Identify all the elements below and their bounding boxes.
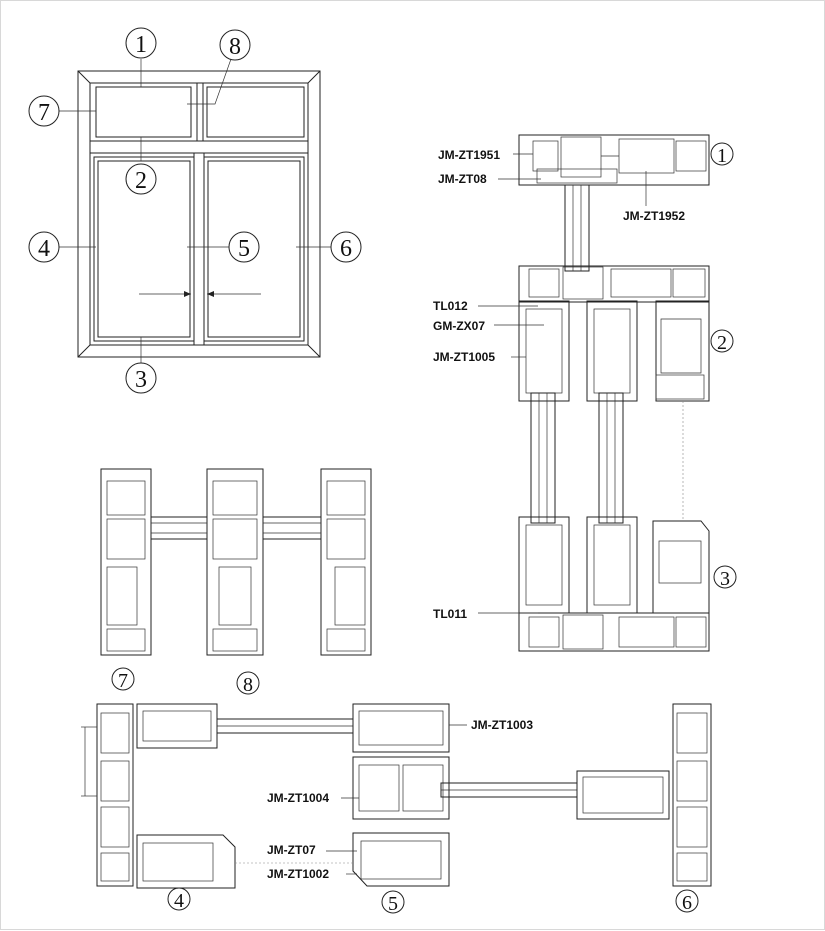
section-mark-8: 8 — [219, 29, 251, 61]
svg-text:4: 4 — [174, 890, 184, 912]
section-mark-5: 5 — [228, 231, 260, 263]
svg-text:6: 6 — [340, 236, 352, 262]
label-jm-zt1952: JM-ZT1952 — [623, 209, 685, 223]
svg-text:5: 5 — [388, 893, 398, 915]
section-mark-8: 8 — [236, 671, 260, 696]
section-mark-4: 4 — [28, 231, 60, 263]
section-mark-2: 2 — [710, 329, 734, 354]
svg-text:6: 6 — [682, 892, 692, 914]
label-gm-zx07: GM-ZX07 — [433, 319, 485, 333]
section-mark-1: 1 — [125, 27, 157, 59]
section-mark-1: 1 — [710, 142, 734, 167]
vertical-section-marks: 1 2 3 — [710, 142, 737, 590]
section-mark-5: 5 — [381, 890, 405, 915]
elevation-section-marks: 1 8 7 2 4 5 6 3 — [28, 27, 362, 394]
svg-text:7: 7 — [38, 100, 50, 126]
section-mark-7: 7 — [111, 667, 135, 692]
horizontal-section-marks: 4 5 6 — [167, 887, 699, 915]
vertical-section — [478, 134, 710, 652]
horizontal-section-labels: JM-ZT1003 JM-ZT1004 JM-ZT07 JM-ZT1002 — [267, 718, 533, 881]
section-mark-3: 3 — [125, 362, 157, 394]
section-mark-7: 7 — [28, 95, 60, 127]
label-jm-zt1004: JM-ZT1004 — [267, 791, 329, 805]
label-jm-zt1951: JM-ZT1951 — [438, 148, 500, 162]
horizontal-section — [81, 703, 712, 889]
svg-text:8: 8 — [229, 34, 241, 60]
section-mark-6: 6 — [675, 889, 699, 914]
section-mark-3: 3 — [713, 565, 737, 590]
transom-section-marks: 7 8 — [111, 667, 260, 696]
window-elevation — [59, 58, 331, 363]
label-tl012: TL012 — [433, 299, 468, 313]
svg-text:8: 8 — [243, 674, 253, 696]
label-jm-zt1003: JM-ZT1003 — [471, 718, 533, 732]
svg-text:5: 5 — [238, 236, 250, 262]
transom-section — [100, 468, 372, 656]
label-jm-zt1005: JM-ZT1005 — [433, 350, 495, 364]
label-jm-zt1002: JM-ZT1002 — [267, 867, 329, 881]
label-tl011: TL011 — [433, 607, 467, 621]
svg-text:3: 3 — [135, 367, 147, 393]
label-jm-zt08: JM-ZT08 — [438, 172, 487, 186]
svg-text:1: 1 — [717, 145, 727, 167]
svg-text:3: 3 — [720, 568, 730, 590]
section-mark-4: 4 — [167, 887, 191, 912]
svg-text:4: 4 — [38, 236, 50, 262]
section-mark-2: 2 — [125, 163, 157, 195]
svg-text:7: 7 — [118, 670, 128, 692]
vertical-section-labels: JM-ZT1951 JM-ZT08 JM-ZT1952 TL012 GM-ZX0… — [433, 148, 685, 621]
svg-text:1: 1 — [135, 32, 147, 58]
label-jm-zt07: JM-ZT07 — [267, 843, 316, 857]
svg-text:2: 2 — [717, 332, 727, 354]
section-mark-6: 6 — [330, 231, 362, 263]
svg-text:2: 2 — [135, 168, 147, 194]
